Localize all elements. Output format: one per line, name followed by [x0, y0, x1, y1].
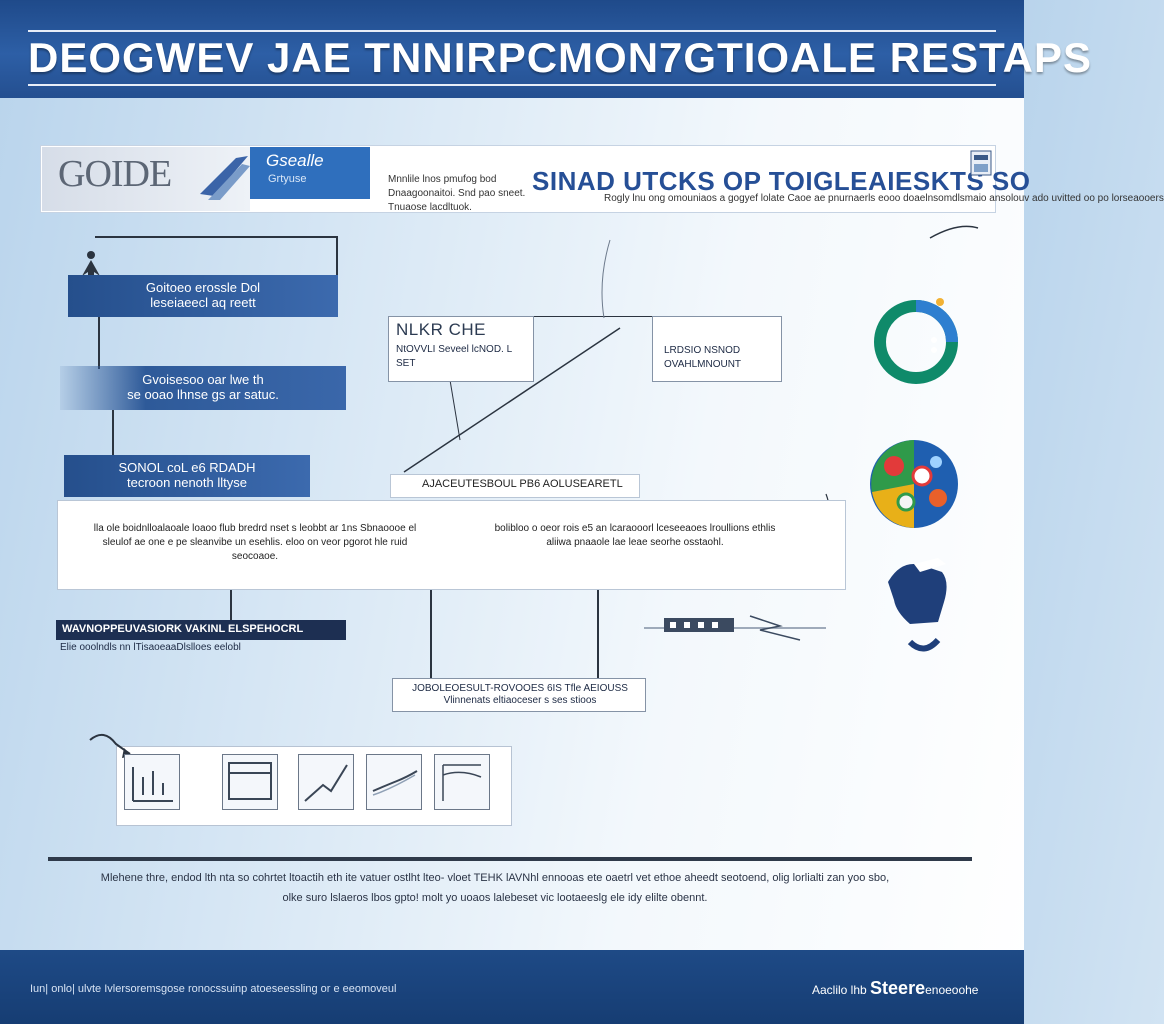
page-title: DEOGWEV JAE TNNIRPCMON7GTIOALE RESTAPS [28, 34, 1092, 81]
flag-icon [970, 150, 992, 176]
node-box-3 [392, 678, 646, 712]
main-panel [57, 500, 846, 590]
node-1-text: NtOVVLI Seveel lcNOD. L SET [396, 344, 512, 369]
footer-brand: Steere [870, 978, 926, 998]
process-step-1: Goitoeo erossle Dol leseiaeecl aq reett [68, 275, 338, 317]
process-step-2: Gvoisesoo oar lwe th se ooao lhnse gs ar… [60, 366, 346, 410]
node-1-heading: NLKR CHE [396, 320, 486, 339]
footer-suffix: enoeoohe [925, 983, 979, 997]
node-box-1 [388, 316, 534, 382]
brand-title: Gsealle [266, 151, 324, 170]
header-band [0, 0, 1024, 98]
bottom-divider [48, 857, 972, 861]
banner-title: SINAD UTCKS OP TOIGLEAIESKTS SO [532, 166, 1031, 196]
connector-line [597, 590, 599, 678]
step-1-line-1: Goitoeo erossle Dol [145, 280, 261, 295]
connector-line [95, 236, 337, 238]
connector-line [430, 590, 432, 680]
hand-icon [888, 558, 947, 652]
header-rule-top [28, 30, 996, 32]
footer-right-text: Aaclilo lhb Steereenoeoohe [812, 978, 978, 999]
color-wheel-icon [870, 440, 958, 528]
trend-line-icon [304, 764, 348, 802]
bolt-icon [644, 615, 826, 641]
step-3-line-2: tecroon nenoth lltyse [127, 475, 247, 490]
connector-line [98, 317, 100, 369]
label-strip: WAVNOPPEUVASIORK VAKINL ELSPEHOCRL [56, 620, 346, 640]
main-panel-right-text: bolibloo o oeor rois e5 an lcaraooorl lc… [494, 523, 776, 548]
banner-note: Mnnlile lnos pmufog bod Dnaagoonaitoi. S… [388, 174, 526, 213]
connector-line [534, 316, 654, 317]
curve-icon [372, 770, 418, 796]
document-icon [442, 764, 482, 801]
connector-line [336, 236, 338, 276]
label-strip-subtext: Elie ooolndls nn lTisaoeaaDlslloes eelob… [60, 642, 241, 653]
main-panel-header [390, 474, 640, 498]
thumbnail-5[interactable] [434, 754, 490, 810]
banner-description: Rogly lnu ong omouniaos a gogyef lolate … [604, 193, 1164, 204]
connector-line [112, 410, 114, 458]
footer-band [0, 950, 1024, 1024]
person-icon [82, 251, 100, 284]
logo-text: GOIDE [58, 153, 172, 195]
step-3-line-1: SONOL coL e6 RDADH [118, 460, 256, 475]
footer-left-text: Iun| onlo| ulvte Ivlersoremsgose ronocss… [30, 983, 397, 995]
header-rule-bottom [28, 84, 996, 86]
node-box-2 [652, 316, 782, 382]
thumbnail-2[interactable] [222, 754, 278, 810]
node-3-text: JOBOLEOESULT-ROVOOES 6IS Tfle AEIOUSS Vl… [412, 683, 628, 706]
bottom-caption: Mlehene thre, endod lth nta so cohrtet l… [100, 872, 890, 904]
footer-prefix: Aaclilo lhb [812, 983, 867, 997]
node-2-text: LRDSIO NSNOD OVAHLMNOUNT [664, 345, 742, 370]
swoosh-icon [200, 156, 250, 200]
bar-chart-icon [132, 767, 173, 802]
step-2-line-2: se ooao lhnse gs ar satuc. [127, 387, 279, 402]
main-panel-header-text: AJACEUTESBOUL PB6 AOLUSEARETL [422, 478, 623, 490]
window-icon [228, 762, 272, 800]
step-2-line-1: Gvoisesoo oar lwe th [142, 372, 264, 387]
brand-subtitle: Grtyuse [268, 173, 307, 185]
step-1-line-2: leseiaeecl aq reett [150, 295, 256, 310]
thumbnail-4[interactable] [366, 754, 422, 810]
thumbnail-3[interactable] [298, 754, 354, 810]
process-step-3: SONOL coL e6 RDADH tecroon nenoth lltyse [64, 455, 310, 497]
main-panel-left-text: lla ole boidnlloalaoale loaoo flub bredr… [93, 523, 417, 562]
connector-line [230, 590, 232, 622]
ring-icon [874, 298, 958, 384]
thumbnail-1[interactable] [124, 754, 180, 810]
brand-box [250, 147, 370, 199]
